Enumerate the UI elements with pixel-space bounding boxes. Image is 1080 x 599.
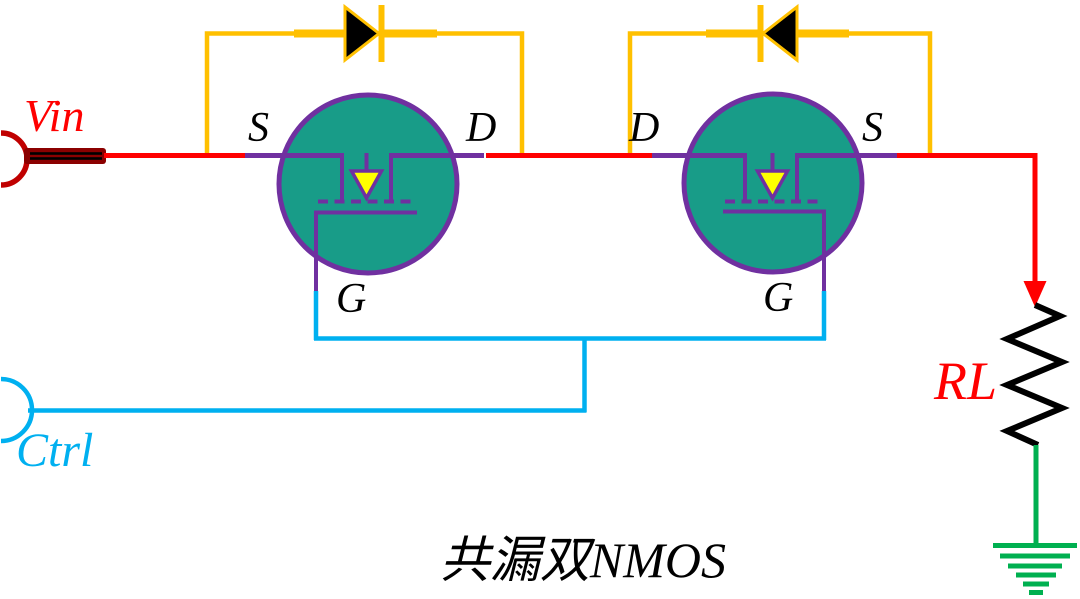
load-branch — [993, 281, 1077, 595]
diagram-caption: 共漏双NMOS — [440, 532, 726, 588]
output-wire — [895, 153, 1038, 284]
left-diode-triangle — [343, 3, 382, 64]
ctrl-label: Ctrl — [16, 424, 93, 477]
right-bypass-diode — [627, 3, 933, 156]
gate-label-left: G — [336, 276, 366, 322]
left-nmos-body-arrow — [348, 169, 385, 202]
left-bypass-diode — [204, 3, 525, 156]
vin-label: Vin — [24, 90, 84, 141]
load-resistor-zigzag — [999, 302, 1070, 448]
left-nmos — [245, 92, 484, 291]
source-label-left: S — [248, 105, 269, 151]
vin-terminal-bar — [24, 148, 106, 164]
source-label-right: S — [862, 105, 883, 151]
right-nmos-body-arrow — [754, 169, 791, 202]
vin-terminal-bar-stripe — [30, 157, 102, 160]
control-network — [0, 291, 827, 444]
ground-symbol — [993, 543, 1077, 595]
right-diode-triangle — [760, 3, 799, 64]
drain-label-right: D — [628, 105, 659, 151]
vin-terminal-bar-stripe — [30, 152, 102, 155]
current-arrow — [1023, 281, 1047, 307]
rl-label: RL — [933, 351, 997, 411]
drain-label-left: D — [465, 105, 496, 151]
vin-terminal — [0, 130, 106, 188]
gate-label-right: G — [763, 275, 793, 321]
right-nmos — [652, 91, 897, 291]
